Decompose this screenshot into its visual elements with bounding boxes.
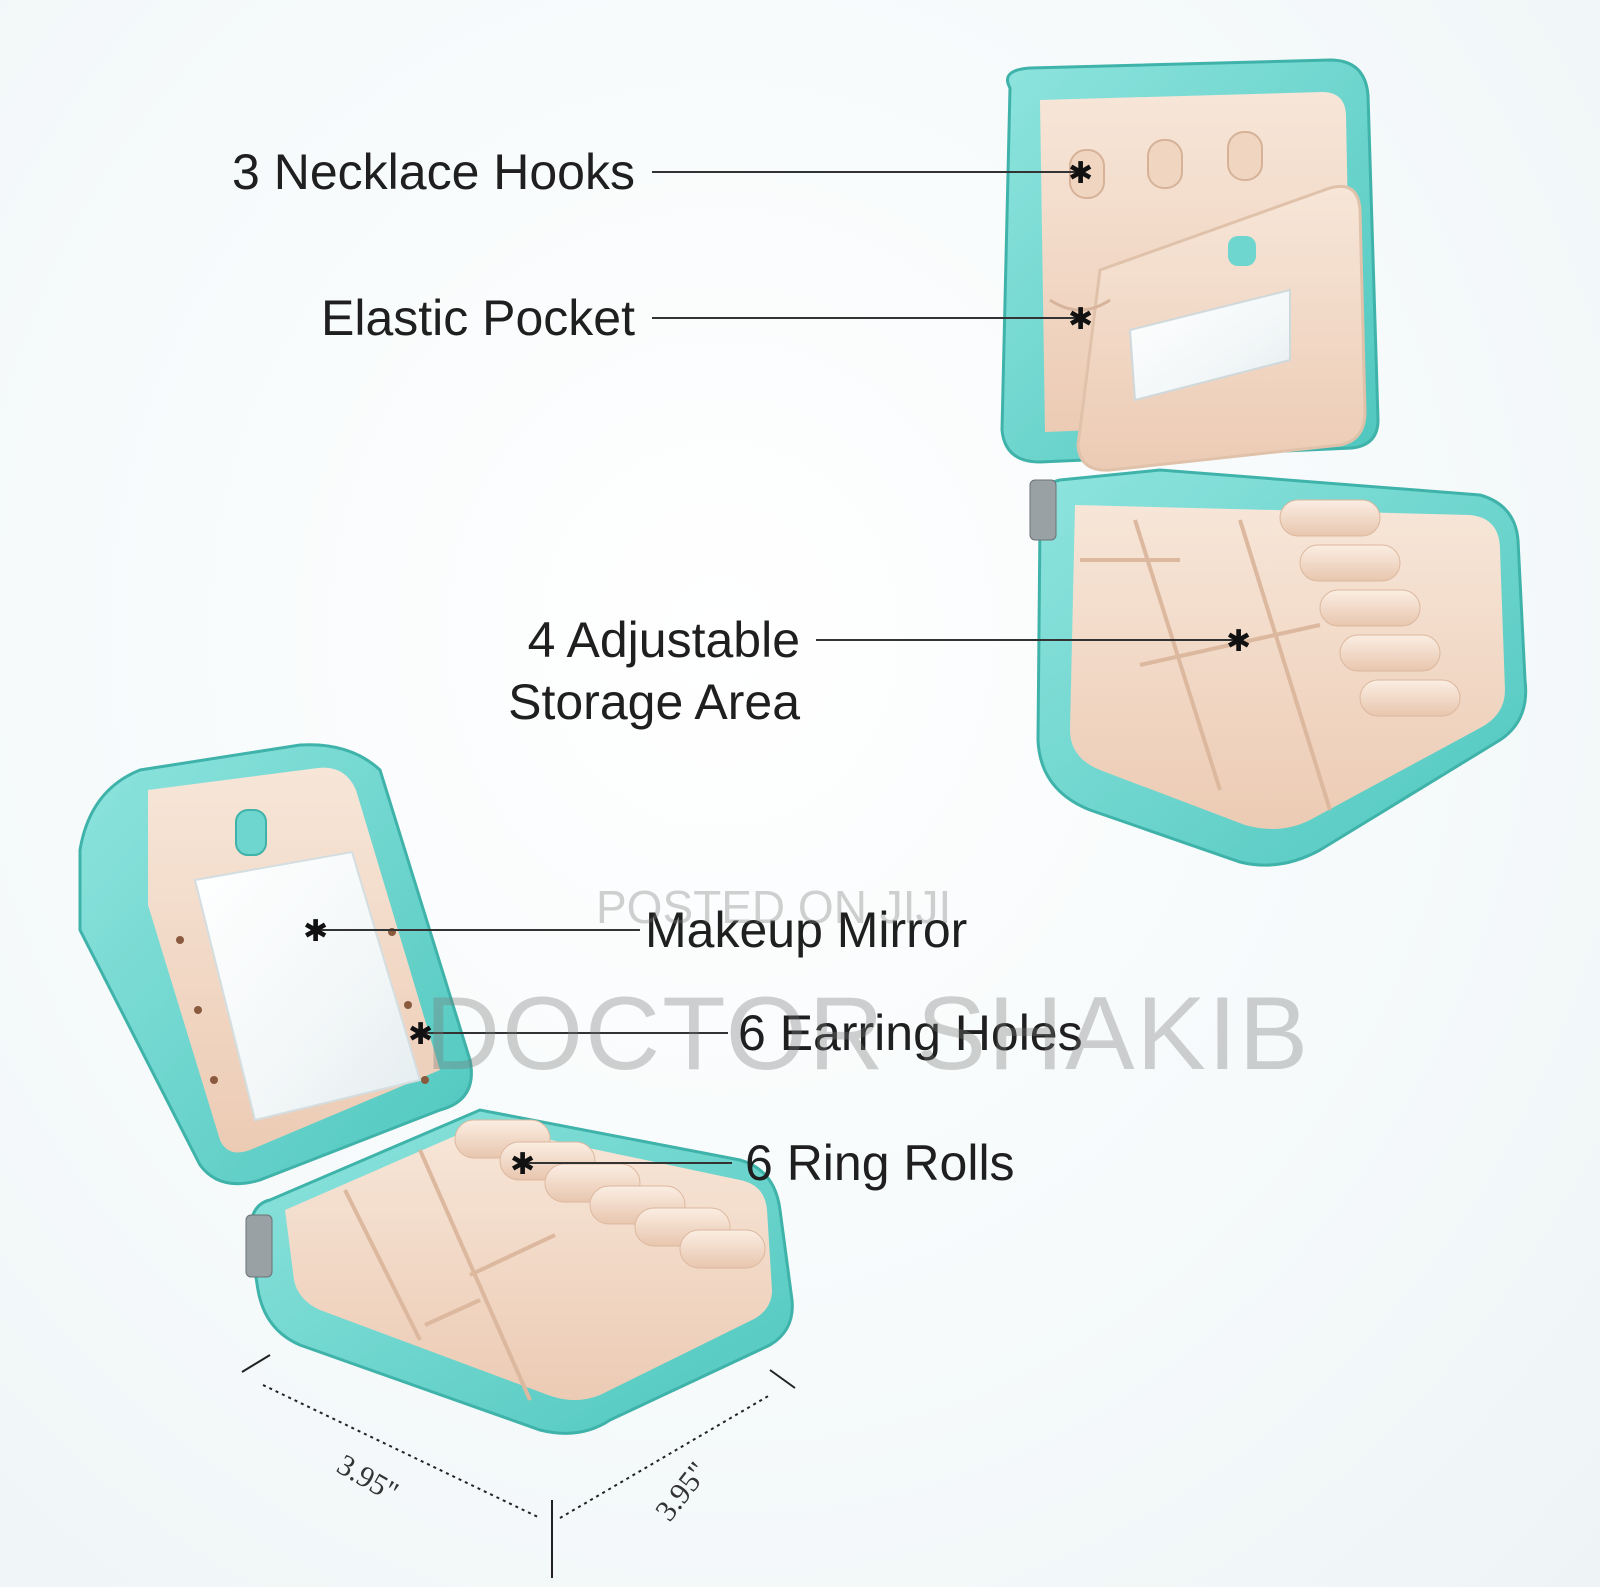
- mirror-bottom: [193, 850, 422, 1122]
- callout-storage-line2: Storage Area: [508, 674, 800, 730]
- leader-markers: ✱ ✱ ✱ ✱ ✱ ✱: [303, 156, 1251, 1182]
- callout-makeup-mirror: Makeup Mirror: [645, 902, 968, 958]
- svg-text:✱: ✱: [1068, 302, 1093, 337]
- necklace-hooks: [1069, 131, 1263, 199]
- callout-earring-holes: 6 Earring Holes: [738, 1005, 1083, 1061]
- callout-storage-line1: 4 Adjustable: [527, 612, 800, 668]
- svg-text:✱: ✱: [1226, 624, 1251, 659]
- leader-lines: [315, 171, 1238, 1164]
- svg-text:✱: ✱: [303, 914, 328, 949]
- callout-necklace-hooks: 3 Necklace Hooks: [232, 144, 635, 200]
- dimension-markers: [241, 1354, 796, 1578]
- svg-text:✱: ✱: [510, 1147, 535, 1182]
- jewelry-case-bottom: [78, 743, 794, 1435]
- ring-rolls-top: [1279, 499, 1461, 717]
- svg-text:✱: ✱: [1068, 156, 1093, 191]
- ring-rolls-bottom: [454, 1119, 766, 1269]
- storage-dividers: [1080, 519, 1332, 811]
- storage-dividers-bottom: [343, 1149, 556, 1401]
- jewelry-case-top: [1000, 58, 1528, 867]
- callout-elastic-pocket: Elastic Pocket: [320, 290, 635, 346]
- mirror-top: [1128, 288, 1291, 402]
- callout-ring-rolls: 6 Ring Rolls: [745, 1135, 1015, 1191]
- svg-text:✱: ✱: [408, 1017, 433, 1052]
